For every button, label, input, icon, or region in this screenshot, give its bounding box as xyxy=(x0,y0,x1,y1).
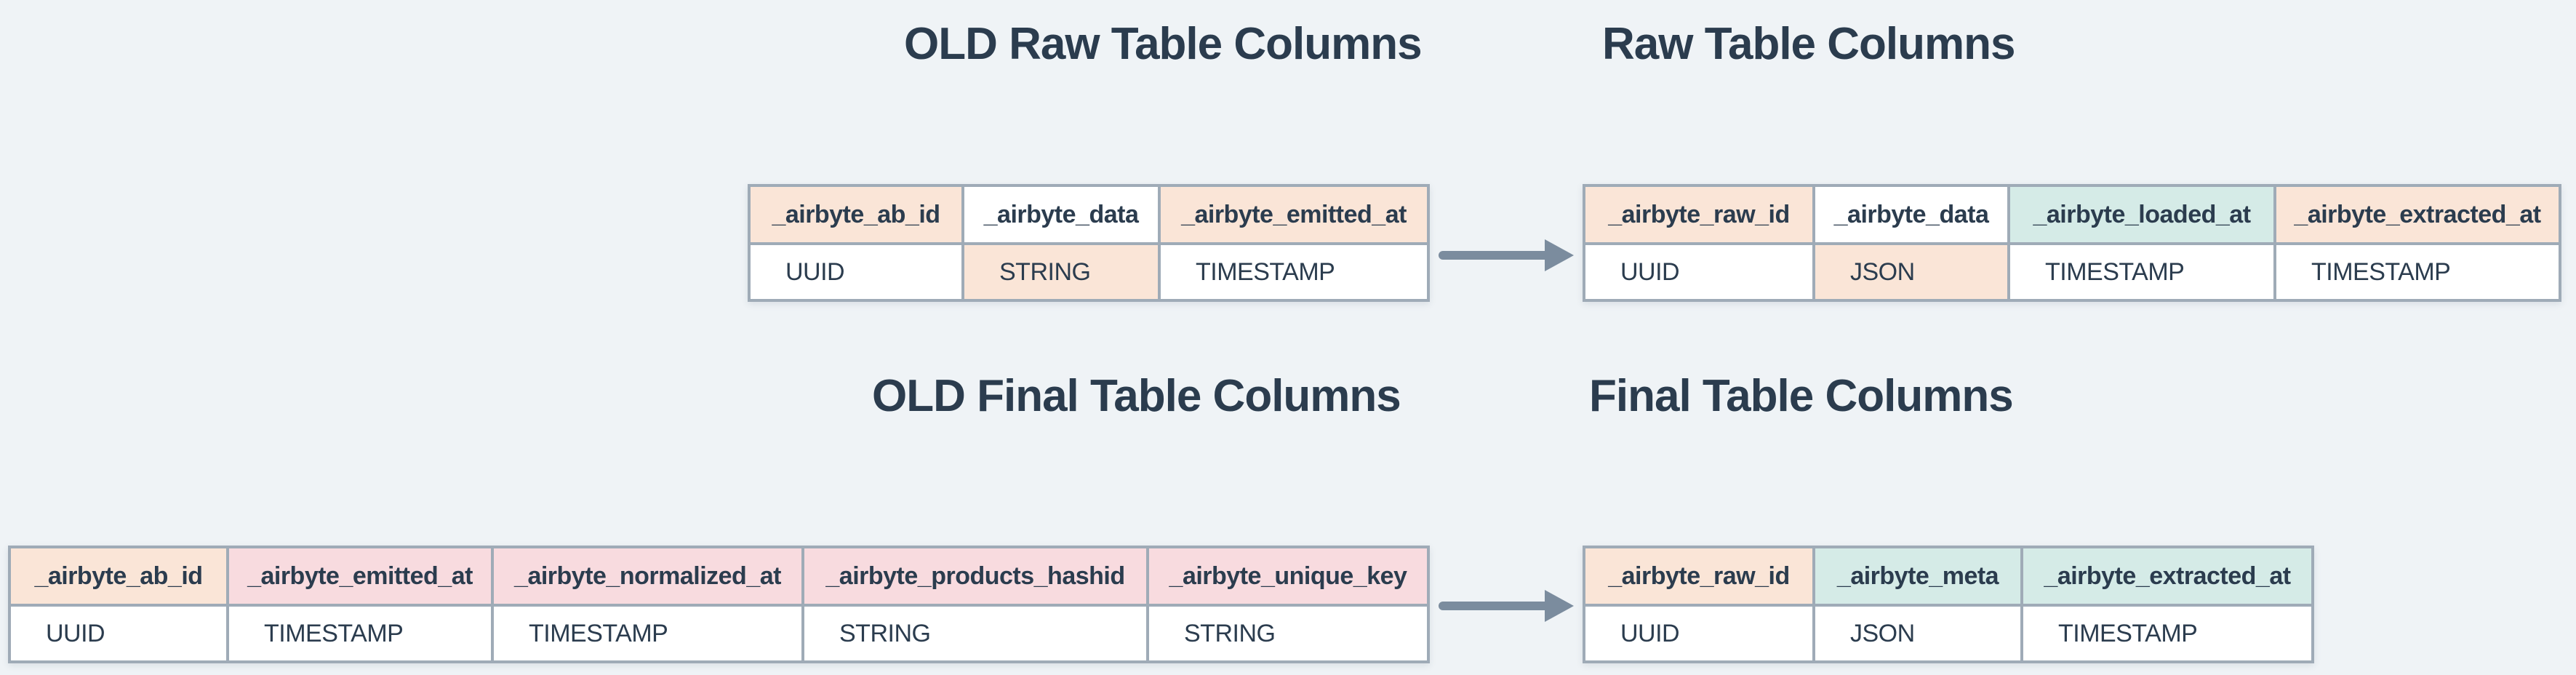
column-name-cell: _airbyte_data xyxy=(964,187,1158,242)
column-type-cell: JSON xyxy=(1815,607,2020,660)
final-table-title: Final Table Columns xyxy=(1589,371,2014,421)
arrow-shaft xyxy=(1439,602,1551,610)
old-raw-table-title: OLD Raw Table Columns xyxy=(904,19,1423,69)
column-type-cell: TIMESTAMP xyxy=(494,607,801,660)
old-final-table-title: OLD Final Table Columns xyxy=(872,371,1401,421)
column-name-cell: _airbyte_ab_id xyxy=(751,187,961,242)
column-type-cell: TIMESTAMP xyxy=(2023,607,2311,660)
column-name-cell: _airbyte_products_hashid xyxy=(804,548,1146,604)
column-type-cell: STRING xyxy=(964,245,1158,299)
column-type-cell: TIMESTAMP xyxy=(1161,245,1427,299)
column-name-cell: _airbyte_meta xyxy=(1815,548,2020,604)
column-type-cell: UUID xyxy=(751,245,961,299)
column-name-cell: _airbyte_ab_id xyxy=(11,548,226,604)
column-type-cell: TIMESTAMP xyxy=(229,607,491,660)
column-name-cell: _airbyte_emitted_at xyxy=(229,548,491,604)
column-name-cell: _airbyte_normalized_at xyxy=(494,548,801,604)
column-name-cell: _airbyte_raw_id xyxy=(1585,548,1812,604)
column-name-cell: _airbyte_extracted_at xyxy=(2276,187,2559,242)
column-type-cell: UUID xyxy=(11,607,226,660)
arrow-shaft xyxy=(1439,251,1551,260)
column-name-cell: _airbyte_unique_key xyxy=(1149,548,1427,604)
column-name-cell: _airbyte_data xyxy=(1815,187,2007,242)
arrow-head xyxy=(1545,239,1574,271)
column-type-cell: TIMESTAMP xyxy=(2010,245,2273,299)
column-type-cell: JSON xyxy=(1815,245,2007,299)
column-type-cell: STRING xyxy=(1149,607,1427,660)
column-type-cell: STRING xyxy=(804,607,1146,660)
column-type-cell: UUID xyxy=(1585,245,1812,299)
column-name-cell: _airbyte_raw_id xyxy=(1585,187,1812,242)
raw-table-title: Raw Table Columns xyxy=(1602,19,2015,69)
raw-migration-arrow-icon xyxy=(1439,239,1574,271)
column-type-cell: UUID xyxy=(1585,607,1812,660)
column-name-cell: _airbyte_emitted_at xyxy=(1161,187,1427,242)
column-type-cell: TIMESTAMP xyxy=(2276,245,2559,299)
final-migration-arrow-icon xyxy=(1439,590,1574,622)
column-name-cell: _airbyte_extracted_at xyxy=(2023,548,2311,604)
column-name-cell: _airbyte_loaded_at xyxy=(2010,187,2273,242)
arrow-head xyxy=(1545,590,1574,622)
